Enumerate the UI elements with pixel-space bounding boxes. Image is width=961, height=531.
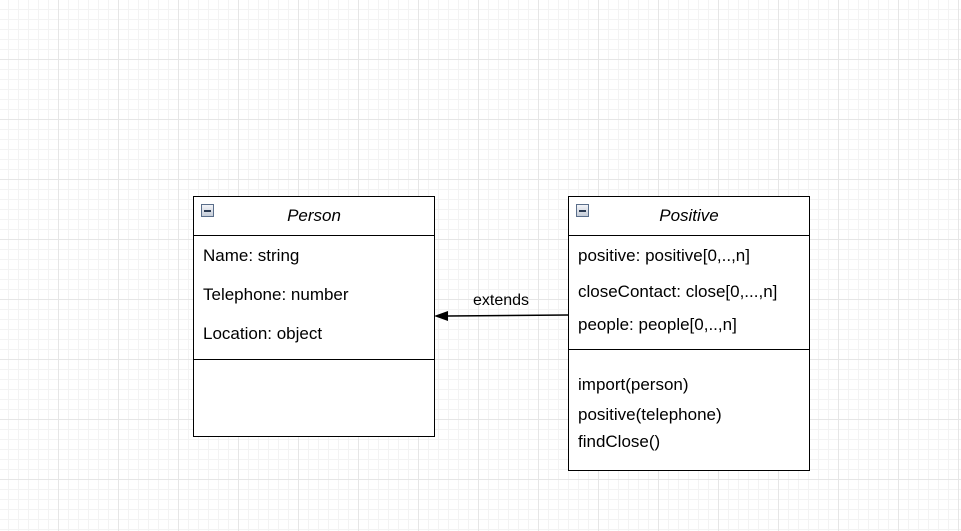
class-name: Positive [659, 206, 719, 225]
attribute-item[interactable]: positive: positive[0,..,n] [578, 246, 750, 265]
arrowhead-icon [434, 311, 448, 321]
attribute-item[interactable]: closeContact: close[0,...,n] [578, 282, 778, 301]
class-person[interactable]: Person Name: string Telephone: number Lo… [193, 196, 435, 437]
operation-item[interactable]: import(person) [578, 375, 689, 394]
class-header[interactable]: Person [194, 197, 434, 236]
class-header[interactable]: Positive [569, 197, 809, 236]
class-name: Person [287, 206, 341, 225]
attribute-item[interactable]: people: people[0,..,n] [578, 315, 737, 334]
connector-line[interactable] [447, 314, 569, 317]
class-positive[interactable]: Positive positive: positive[0,..,n] clos… [568, 196, 810, 471]
attribute-item[interactable]: Telephone: number [203, 285, 349, 304]
relation-label[interactable]: extends [473, 292, 530, 309]
attribute-item[interactable]: Location: object [203, 324, 323, 343]
attributes-compartment[interactable]: Name: string Telephone: number Location:… [194, 236, 434, 360]
operation-item[interactable]: findClose() [578, 432, 661, 451]
collapse-icon[interactable] [201, 204, 214, 217]
attributes-compartment[interactable]: positive: positive[0,..,n] closeContact:… [569, 236, 809, 350]
attribute-item[interactable]: Name: string [203, 246, 300, 265]
collapse-icon[interactable] [576, 204, 589, 217]
operation-item[interactable]: positive(telephone) [578, 405, 722, 424]
